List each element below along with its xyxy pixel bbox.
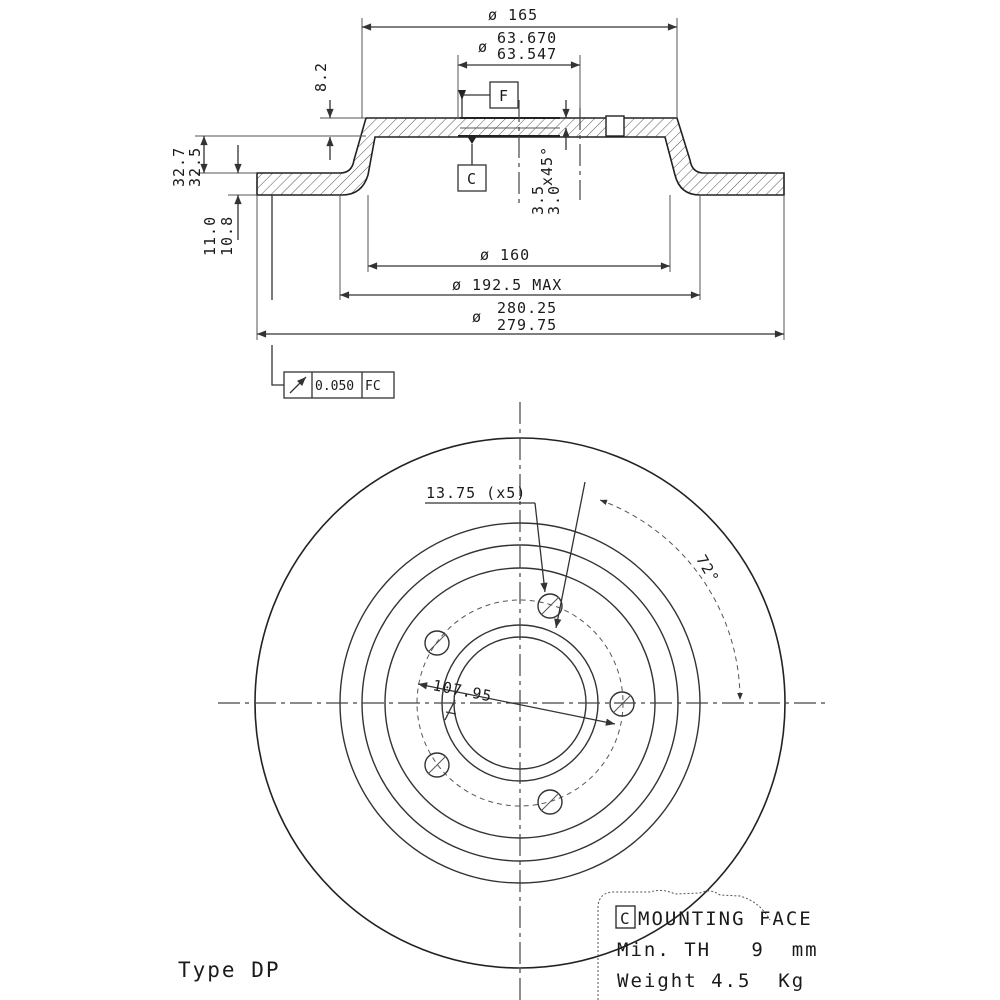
dim-angle: 72° bbox=[692, 552, 723, 587]
dim-d63-symbol: ø bbox=[478, 38, 488, 56]
notes-mounting-face: MOUNTING FACE bbox=[638, 908, 813, 930]
dim-chamfer-b: 3.0 bbox=[545, 185, 563, 215]
notes-weight: Weight 4.5 Kg bbox=[617, 970, 805, 992]
bolt-hole bbox=[424, 752, 450, 778]
dim-h10-8: 10.8 bbox=[218, 216, 236, 256]
datum-c-label: C bbox=[467, 170, 477, 188]
tolerance-datums: FC bbox=[365, 379, 381, 394]
section-view: F C ø 165 ø 63.670 63.547 8.2 32.7 32.5 … bbox=[170, 6, 785, 399]
dim-h32-7: 32.7 bbox=[170, 147, 188, 187]
dim-d280-upper: 280.25 bbox=[497, 299, 557, 317]
bolt-hole bbox=[537, 593, 563, 619]
bolt-hole bbox=[424, 630, 450, 656]
notes-c-box: C bbox=[620, 909, 630, 928]
dim-h32-5: 32.5 bbox=[186, 147, 204, 187]
dim-d63-lower: 63.547 bbox=[497, 45, 557, 63]
bolt-hole bbox=[537, 789, 563, 815]
dim-d63-upper: 63.670 bbox=[497, 29, 557, 47]
dim-h11-0: 11.0 bbox=[201, 216, 219, 256]
dim-d160: ø 160 bbox=[480, 246, 530, 264]
type-label: Type DP bbox=[178, 958, 281, 982]
notes-box: C MOUNTING FACE Min. TH 9 mm Weight 4.5 … bbox=[597, 889, 819, 1000]
bolt-holes bbox=[424, 593, 635, 815]
dim-d280-symbol: ø bbox=[472, 308, 482, 326]
dim-d192: ø 192.5 MAX bbox=[452, 276, 562, 294]
dim-h8-2: 8.2 bbox=[312, 62, 330, 92]
tolerance-value: 0.050 bbox=[315, 379, 354, 394]
dim-chamfer-a: 3.5 bbox=[529, 185, 547, 215]
dim-pcd: 107.95 bbox=[431, 676, 494, 705]
notes-min-th: Min. TH 9 mm bbox=[617, 939, 819, 961]
datum-f-label: F bbox=[499, 87, 509, 105]
dim-d280-lower: 279.75 bbox=[497, 316, 557, 334]
dim-chamfer-angle: x45° bbox=[538, 146, 556, 186]
dim-bolt-hole: 13.75 (x5) bbox=[426, 484, 526, 502]
disc-section-profile bbox=[256, 117, 785, 196]
bolt-hole bbox=[609, 691, 635, 717]
dim-d165: ø 165 bbox=[488, 6, 538, 24]
